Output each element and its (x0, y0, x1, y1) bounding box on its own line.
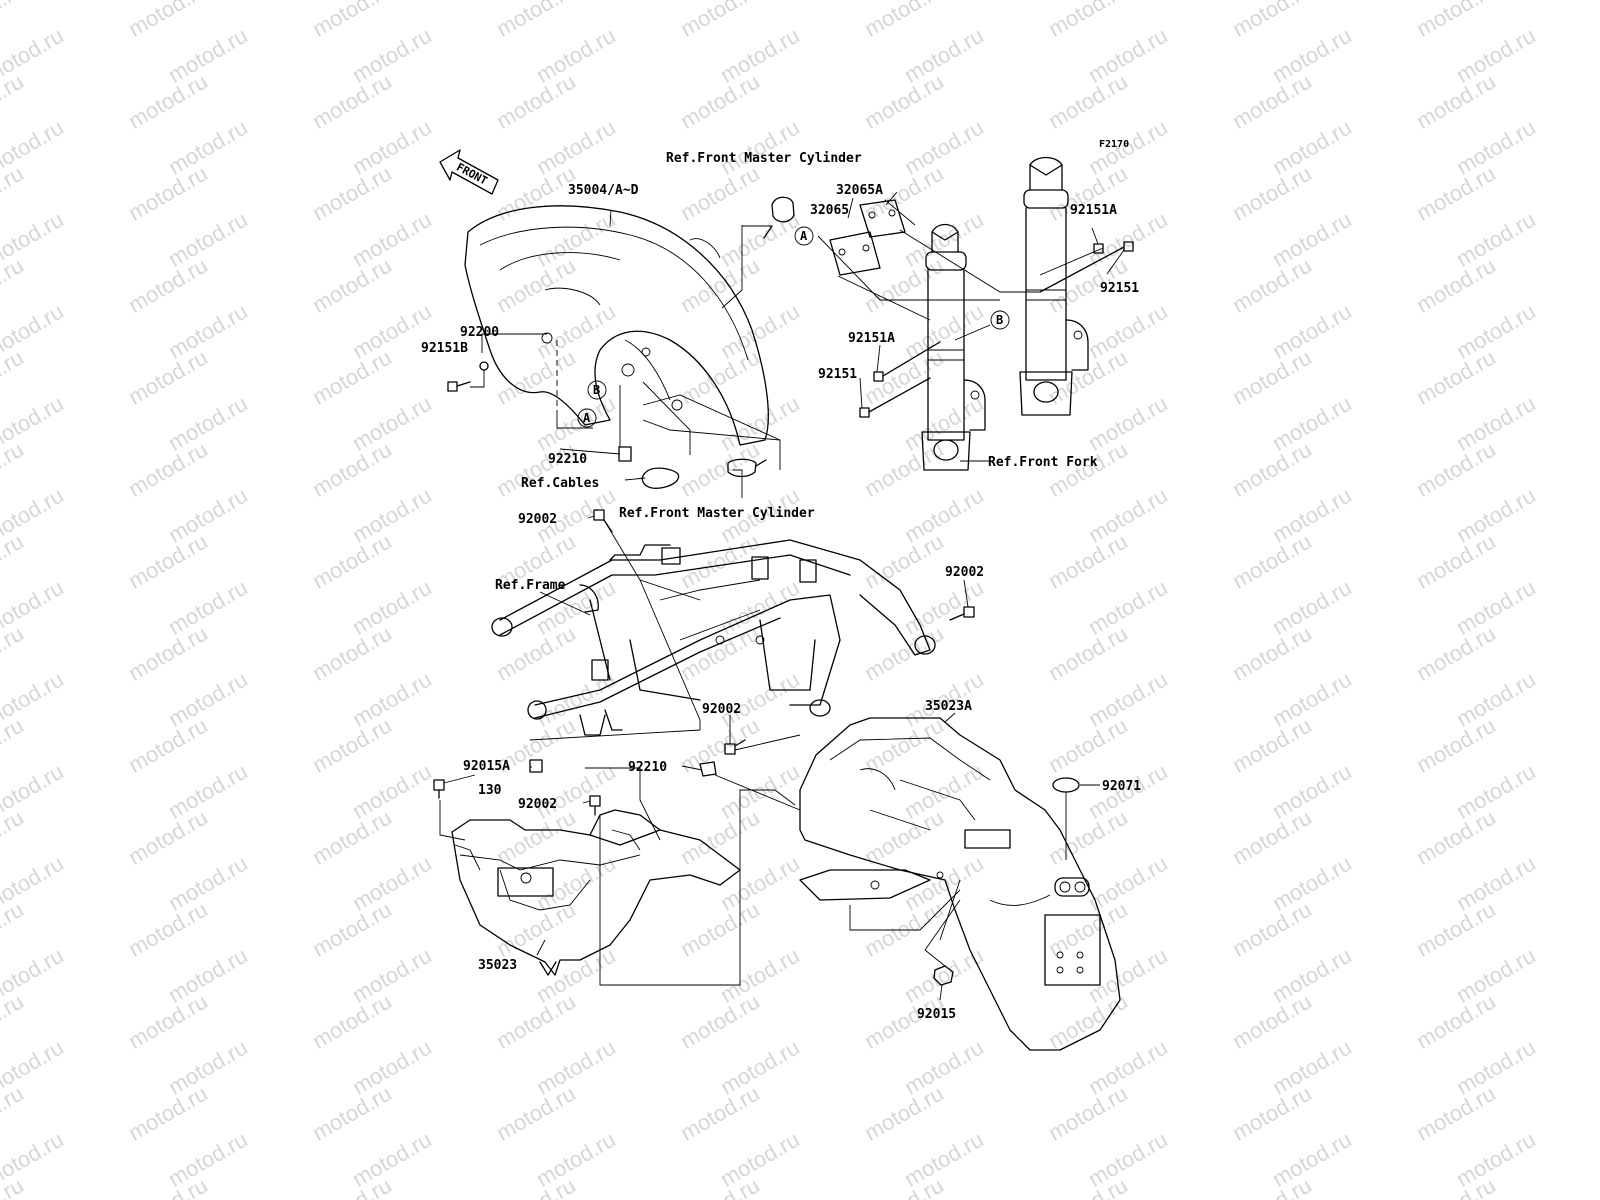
callout-a-fender: A (577, 408, 597, 428)
leader-lines (443, 191, 1125, 1001)
svg-text:B: B (593, 383, 600, 397)
bracket-32065A-icon (859, 199, 906, 238)
label-35023A: 35023A (925, 699, 972, 714)
callout-b-top: B (990, 310, 1010, 330)
grommet-92015A-icon (529, 759, 543, 773)
label-92002-right: 92002 (945, 565, 984, 580)
label-ref-frame: Ref.Frame (495, 578, 566, 593)
label-ref-front-master-cylinder-bottom: Ref.Front Master Cylinder (619, 506, 815, 521)
label-35004: 35004/A~D (568, 183, 639, 198)
label-92015A: 92015A (463, 759, 510, 774)
clip-92210-bottom-icon (699, 761, 717, 777)
label-32065A: 32065A (836, 183, 883, 198)
bolt-92151A-mid-icon (873, 341, 941, 382)
master-cylinder-clamp-top-icon (763, 196, 795, 239)
callout-b-fender: B (587, 380, 607, 400)
label-92002-mid: 92002 (702, 702, 741, 717)
bracket-32065-icon (829, 231, 881, 276)
label-92151-mid: 92151 (818, 367, 857, 382)
front-fender (464, 205, 769, 446)
label-ref-front-fork: Ref.Front Fork (988, 455, 1098, 470)
label-92002-low: 92002 (518, 797, 557, 812)
master-cylinder-clamp-bottom-icon (727, 458, 767, 478)
label-ref-cables: Ref.Cables (521, 476, 599, 491)
bolt-92151A-right-icon (1093, 243, 1104, 254)
label-92071: 92071 (1102, 779, 1141, 794)
label-35023: 35023 (478, 958, 517, 973)
nut-92015-icon (933, 965, 954, 986)
label-130: 130 (478, 783, 502, 798)
svg-text:A: A (583, 411, 591, 425)
bolt-92151B-icon (447, 381, 471, 392)
label-92151A-right: 92151A (1070, 203, 1117, 218)
bolt-92002-mid-icon (724, 739, 746, 755)
callout-a-top: A (794, 226, 814, 246)
label-92151B: 92151B (421, 341, 468, 356)
assembly-lines (439, 199, 1104, 986)
bolt-92151-right-icon (1039, 241, 1134, 293)
bolt-92002-low-icon (589, 795, 601, 816)
label-92151-right: 92151 (1100, 281, 1139, 296)
rear-fender-35023A (799, 717, 1121, 1051)
bolt-130-icon (433, 779, 445, 799)
inner-fender-35023 (451, 809, 741, 976)
cable-guide-icon (641, 467, 680, 489)
bolt-92002-right-icon (949, 606, 975, 621)
front-fork-left (921, 223, 986, 471)
label-92151A-mid: 92151A (848, 331, 895, 346)
svg-text:A: A (800, 229, 808, 243)
label-92210-top: 92210 (548, 452, 587, 467)
label-32065: 32065 (810, 203, 849, 218)
part-labels: F2170 Ref.Front Master Cylinder 35004/A~… (421, 139, 1141, 1022)
frame (491, 539, 936, 736)
svg-text:B: B (996, 313, 1003, 327)
label-92210-bottom: 92210 (628, 760, 667, 775)
washer-92200-icon (479, 361, 489, 371)
plug-92071-icon (1052, 777, 1080, 793)
label-92002-top: 92002 (518, 512, 557, 527)
bolt-92151-mid-icon (859, 377, 931, 418)
front-arrow-icon: FRONT (439, 149, 499, 195)
figure-id: F2170 (1099, 139, 1129, 150)
front-fork-right (1019, 156, 1089, 416)
label-92015: 92015 (917, 1007, 956, 1022)
label-92200: 92200 (460, 325, 499, 340)
clip-92210-icon (618, 446, 632, 462)
label-ref-front-master-cylinder-top: Ref.Front Master Cylinder (666, 151, 862, 166)
